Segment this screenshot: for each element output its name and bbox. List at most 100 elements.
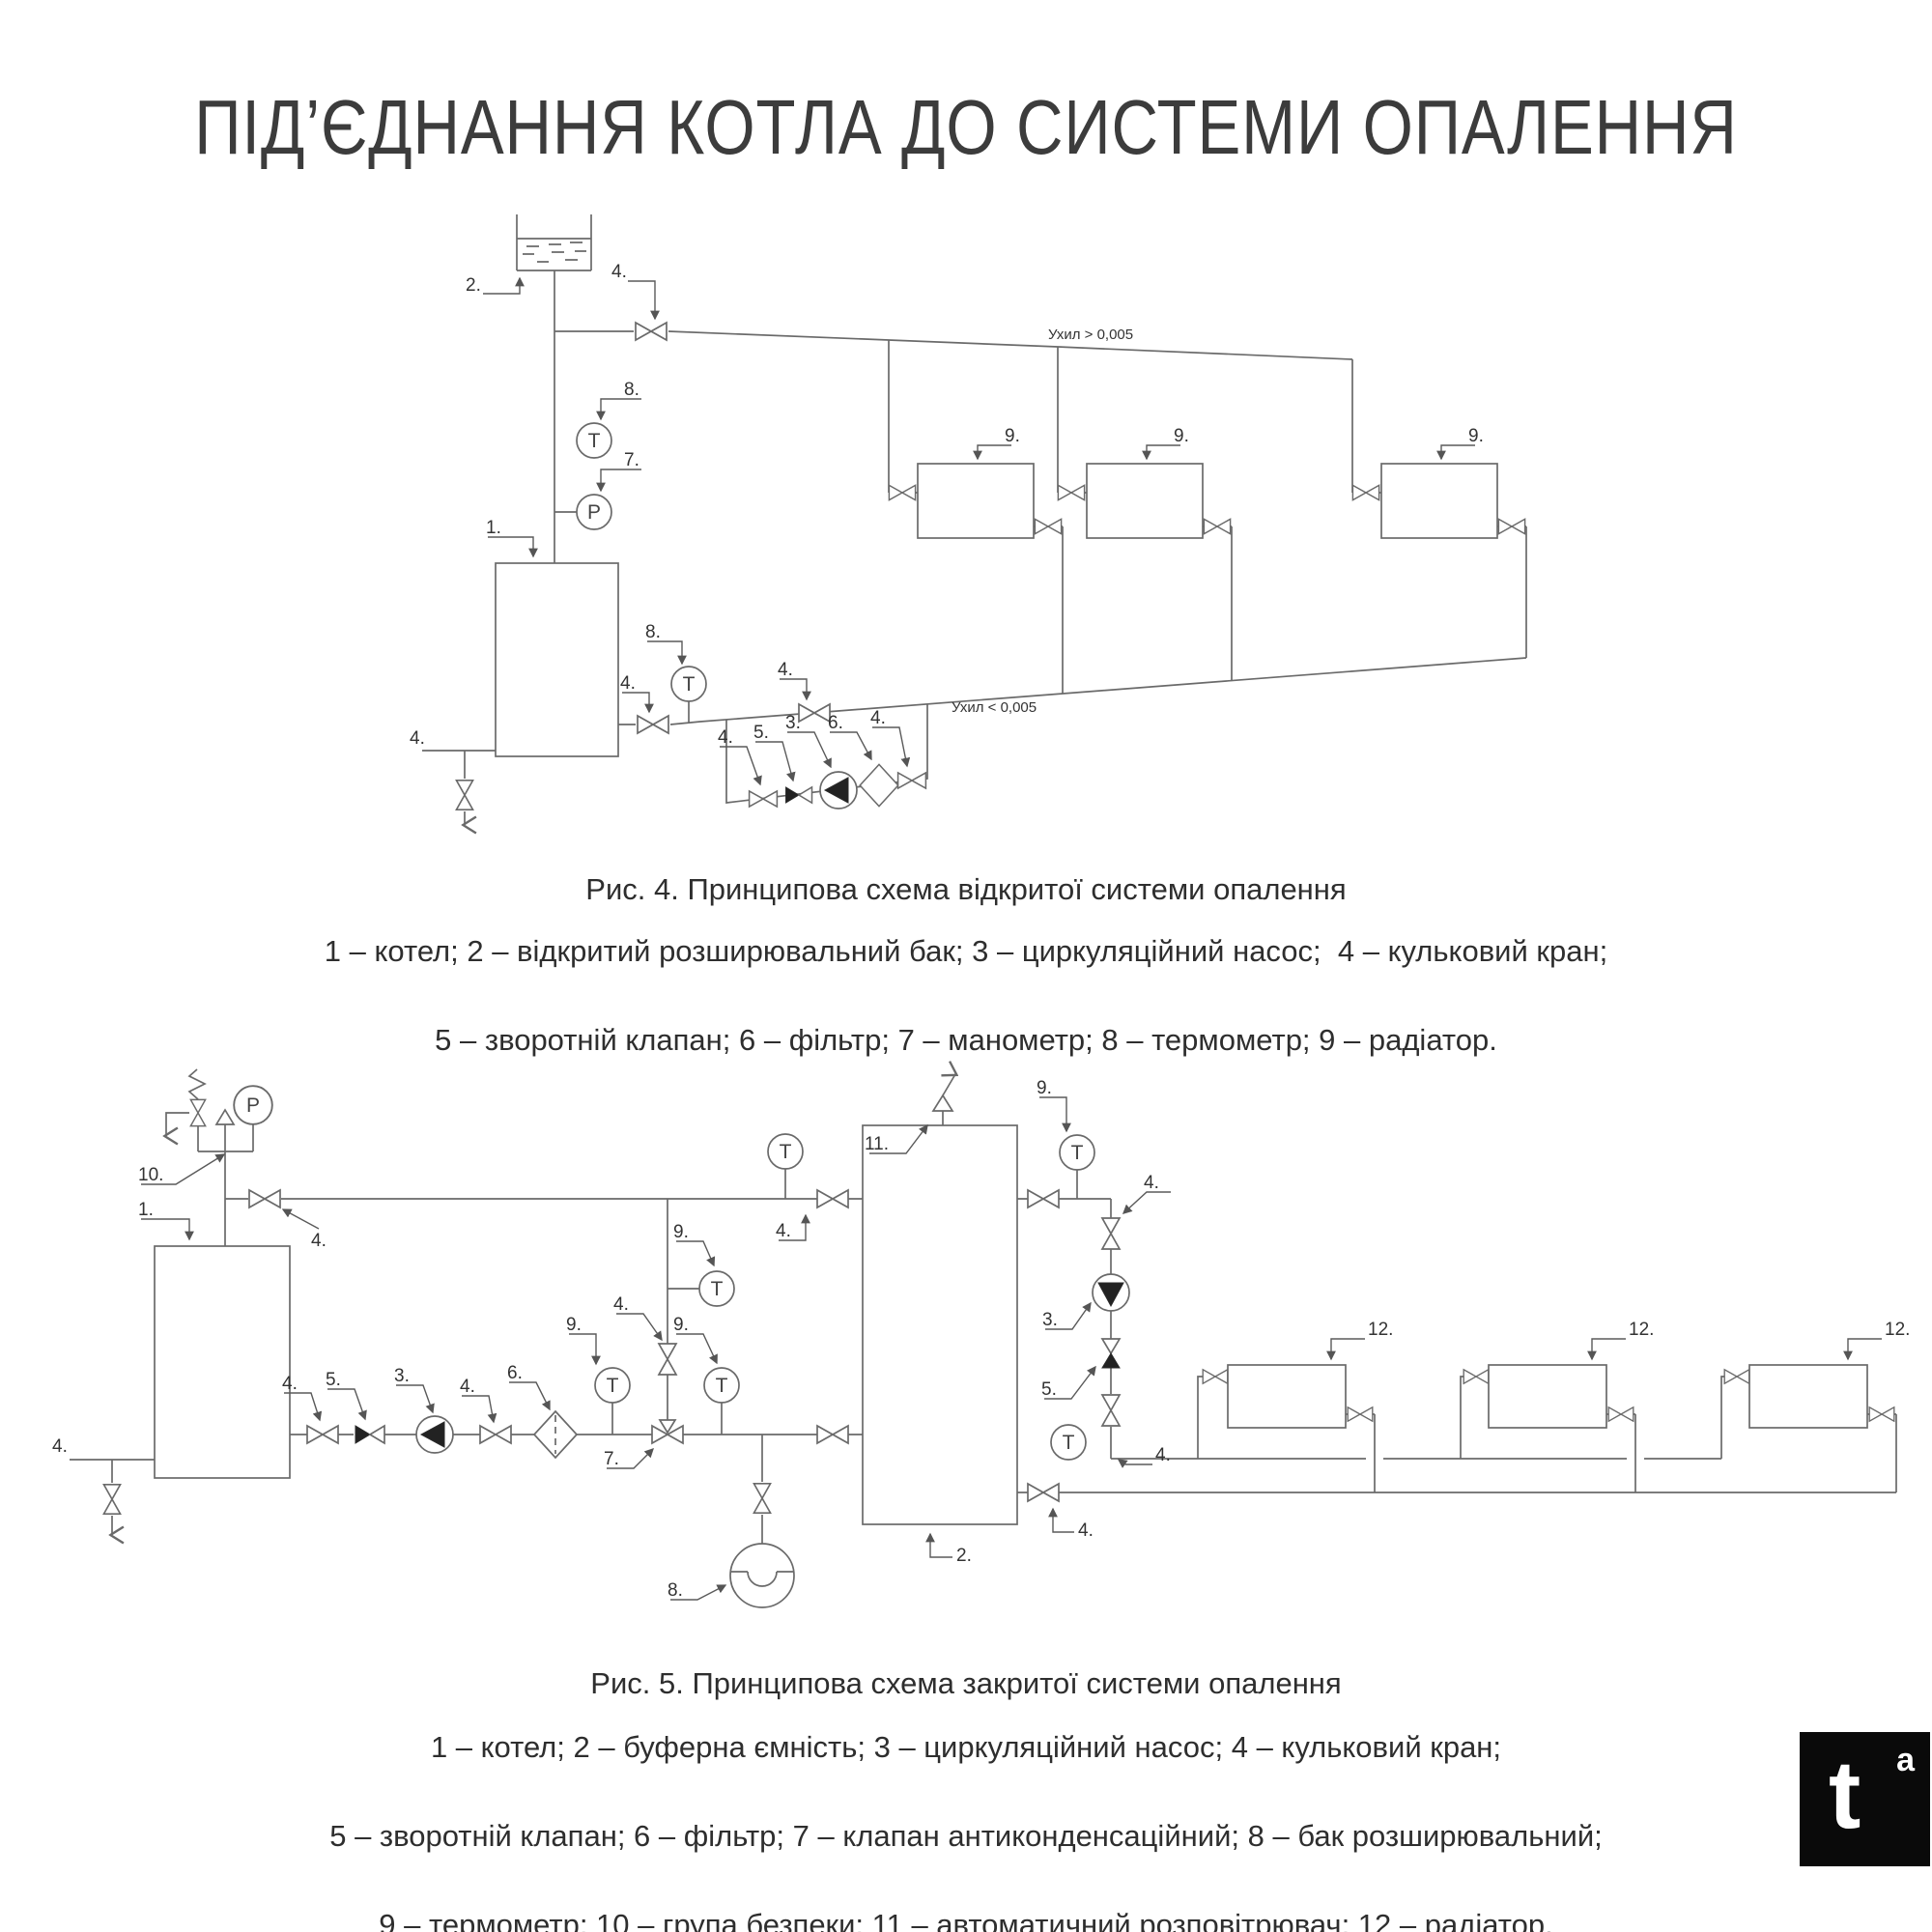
circulation-pump-icon xyxy=(819,771,858,810)
ball-valve-icon xyxy=(306,1425,339,1444)
pipe xyxy=(1497,526,1527,658)
ref-label: 9. xyxy=(1005,426,1020,446)
ball-valve-icon xyxy=(816,1189,849,1208)
ref-label: 2. xyxy=(466,275,481,296)
ref-label: 4. xyxy=(1078,1520,1094,1541)
open-expansion-tank-icon xyxy=(516,214,592,271)
ball-valve-icon xyxy=(798,703,831,723)
fig5-caption: Рис. 5. Принципова схема закритої систем… xyxy=(590,1666,1342,1700)
ref-label: 5. xyxy=(1041,1379,1057,1400)
fig5-legend-line3: 9 – термометр; 10 – група безпеки; 11 – … xyxy=(379,1908,1553,1932)
ball-valve-icon xyxy=(637,715,669,734)
expansion-vessel-icon xyxy=(729,1543,795,1608)
gauge-letter: P xyxy=(246,1094,260,1117)
ball-valve-icon xyxy=(479,1425,512,1444)
pipe xyxy=(1203,526,1233,681)
radiator xyxy=(917,463,1035,539)
ref-label: 4. xyxy=(52,1436,68,1457)
ref-label: 10. xyxy=(138,1165,163,1185)
gauge-letter: T xyxy=(716,1375,728,1397)
ref-label: 1. xyxy=(138,1200,154,1220)
ref-label: 9. xyxy=(673,1315,689,1335)
ref-label: 3. xyxy=(785,713,801,733)
gauge-letter: T xyxy=(1063,1432,1075,1454)
ball-valve-icon xyxy=(1868,1406,1895,1422)
radiator xyxy=(1086,463,1204,539)
fig5-legend: 1 – котел; 2 – буферна ємність; 3 – цирк… xyxy=(0,1725,1932,1932)
ball-valve-icon xyxy=(1347,1406,1374,1422)
pipe xyxy=(1034,526,1064,694)
ref-label: 6. xyxy=(507,1363,523,1383)
ref-label: 7. xyxy=(624,450,639,470)
drain-valve-icon xyxy=(102,1483,122,1516)
ref-label: 3. xyxy=(1042,1310,1058,1330)
radiator xyxy=(1380,463,1498,539)
ref-label: 11. xyxy=(865,1134,889,1154)
slope-annotation: Ухил > 0,005 xyxy=(1048,327,1133,343)
boiler xyxy=(495,562,619,757)
ref-label: 9. xyxy=(1037,1078,1052,1098)
ref-label: 4. xyxy=(776,1221,791,1241)
radiator xyxy=(1748,1364,1868,1429)
pipe-drain xyxy=(422,750,496,779)
page-title: ПІД’ЄДНАННЯ КОТЛА ДО СИСТЕМИ ОПАЛЕННЯ xyxy=(194,84,1738,170)
fig4-schematic: T T P 2. 4. 8. 7. 1. 9. 9. 9. 8. 4. 4. 4… xyxy=(410,214,1527,825)
safety-group-icon xyxy=(166,1068,254,1151)
ref-label: 9. xyxy=(1174,426,1189,446)
ref-label: 4. xyxy=(410,728,425,749)
ball-valve-icon xyxy=(1351,484,1380,501)
ball-valve-icon xyxy=(1034,518,1063,535)
ball-valve-icon xyxy=(1723,1369,1750,1384)
buffer-tank xyxy=(862,1124,1018,1525)
fig5-schematic: P T T T T T T xyxy=(52,1068,1910,1608)
check-valve-icon xyxy=(784,786,813,804)
ref-label: 3. xyxy=(394,1366,410,1386)
ball-valve-icon xyxy=(1101,1394,1121,1427)
ball-valve-icon xyxy=(888,484,917,501)
ref-label: 4. xyxy=(620,673,636,694)
check-valve-icon xyxy=(355,1425,385,1444)
ref-label: 2. xyxy=(956,1546,972,1566)
water-dashes xyxy=(523,242,586,263)
ball-valve-icon xyxy=(1497,518,1526,535)
pipe xyxy=(1460,1376,1636,1492)
ball-valve-icon xyxy=(658,1343,677,1376)
gauge-letter: T xyxy=(607,1375,619,1397)
ball-valve-icon xyxy=(1101,1217,1121,1250)
ball-valve-icon xyxy=(1057,484,1086,501)
pipe xyxy=(1057,347,1087,494)
fig4-legend-line1: 1 – котел; 2 – відкритий розширювальний … xyxy=(324,934,1608,968)
ball-valve-icon xyxy=(1027,1189,1060,1208)
air-vent-icon xyxy=(214,1108,236,1125)
ball-valve-icon xyxy=(248,1189,281,1208)
gauge-letter: T xyxy=(711,1278,724,1300)
ball-valve-icon xyxy=(635,322,668,341)
circulation-pump-icon xyxy=(415,1415,454,1454)
ref-label: 9. xyxy=(673,1222,689,1242)
boiler xyxy=(154,1245,291,1479)
ball-valve-icon xyxy=(748,790,779,808)
fig4-legend: 1 – котел; 2 – відкритий розширювальний … xyxy=(0,929,1932,1063)
ref-label: 9. xyxy=(566,1315,582,1335)
gauge-letter: T xyxy=(1071,1142,1084,1164)
logo-letter: t xyxy=(1829,1741,1861,1849)
pipe xyxy=(1351,359,1381,494)
ref-label: 4. xyxy=(613,1294,629,1315)
pipe xyxy=(1017,1198,1112,1459)
ref-label: 4. xyxy=(778,660,793,680)
ref-label: 8. xyxy=(668,1580,683,1601)
drain-valve-icon xyxy=(455,779,474,811)
pipe xyxy=(888,340,918,494)
ball-valve-icon xyxy=(1027,1483,1060,1502)
ball-valve-icon xyxy=(816,1425,849,1444)
ref-label: 12. xyxy=(1368,1320,1393,1340)
ball-valve-icon xyxy=(896,772,927,789)
ref-label: 9. xyxy=(1468,426,1484,446)
check-valve-icon xyxy=(1101,1338,1121,1369)
ref-label: 4. xyxy=(1155,1445,1171,1465)
ball-valve-icon xyxy=(1202,1369,1229,1384)
fig4-legend-line2: 5 – зворотній клапан; 6 – фільтр; 7 – ма… xyxy=(435,1023,1497,1057)
ref-label: 4. xyxy=(870,708,886,728)
